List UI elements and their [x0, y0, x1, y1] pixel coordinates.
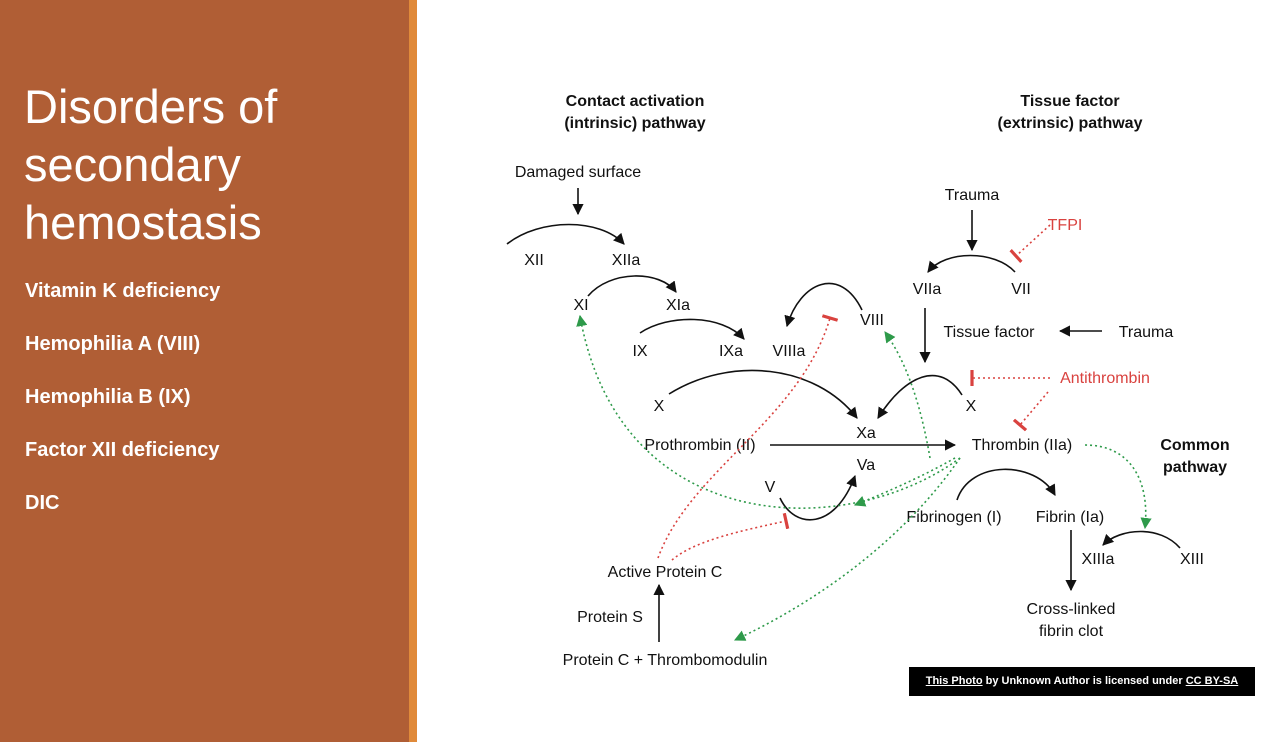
feedback-thrombin-v	[853, 457, 956, 507]
arrow-ix-to-ixa	[639, 318, 745, 340]
label-xiia: XIIa	[612, 252, 641, 269]
inhibit-tfpi-vii	[1009, 224, 1051, 263]
arrow-xii-to-xiia	[506, 223, 625, 245]
bullet-dic: DIC	[25, 492, 60, 514]
header-common-line1: Common	[1160, 437, 1229, 454]
title-panel: Disorders of secondary hemostasis Vitami…	[0, 0, 409, 742]
accent-bar	[409, 0, 417, 742]
label-x-right: X	[966, 398, 977, 415]
label-antithrombin: Antithrombin	[1060, 370, 1150, 387]
arrow-viii-to-viiia	[784, 282, 863, 328]
bullet-hemophilia-b: Hemophilia B (IX)	[25, 386, 191, 408]
credit-middle-text: by Unknown Author is licensed under	[982, 675, 1186, 687]
arrow-x-right-to-xa	[877, 374, 963, 419]
label-viii: VIII	[860, 312, 884, 329]
label-tissue-factor: Tissue factor	[944, 324, 1036, 341]
label-xiiia: XIIIa	[1082, 551, 1115, 568]
bullet-vitamin-k: Vitamin K deficiency	[25, 280, 221, 302]
label-xa: Xa	[856, 425, 876, 442]
label-xiii: XIII	[1180, 551, 1204, 568]
label-thrombin: Thrombin (IIa)	[972, 437, 1072, 454]
inhibit-apc-v	[671, 512, 790, 561]
label-active-protein-c: Active Protein C	[608, 564, 723, 581]
label-xi: XI	[573, 297, 588, 314]
photo-link[interactable]: This Photo	[925, 675, 983, 687]
label-trauma-right: Trauma	[1119, 324, 1174, 341]
arrow-vii-to-viia	[927, 254, 1016, 273]
label-protein-s: Protein S	[577, 609, 643, 626]
label-damaged-surface: Damaged surface	[515, 164, 641, 181]
label-ix: IX	[632, 343, 647, 360]
label-crosslinked-line2: fibrin clot	[1039, 623, 1104, 640]
slide-title: Disorders of secondary hemostasis	[24, 80, 278, 249]
bullet-hemophilia-a: Hemophilia A (VIII)	[25, 333, 201, 355]
header-common-line2: pathway	[1163, 459, 1227, 476]
label-x-left: X	[654, 398, 665, 415]
label-xii: XII	[524, 252, 544, 269]
label-viia: VIIa	[913, 281, 942, 298]
arrow-xi-to-xia	[587, 275, 677, 297]
header-contact-line2: (intrinsic) pathway	[564, 115, 705, 132]
label-fibrinogen: Fibrinogen (I)	[906, 509, 1001, 526]
arrow-fibrinogen-to-fibrin	[956, 468, 1056, 501]
arrow-x-to-xa	[668, 369, 858, 419]
label-xia: XIa	[666, 297, 690, 314]
label-va: Va	[857, 457, 875, 474]
label-protein-c-thrombomodulin: Protein C + Thrombomodulin	[563, 652, 768, 669]
bullet-factor-xii: Factor XII deficiency	[25, 439, 220, 461]
arrow-xiii-to-xiiia	[1102, 530, 1181, 549]
label-tfpi: TFPI	[1048, 217, 1083, 234]
arrow-v-to-va	[779, 474, 857, 521]
label-vii: VII	[1011, 281, 1031, 298]
header-tissue-line2: (extrinsic) pathway	[998, 115, 1143, 132]
header-contact-line1: Contact activation	[566, 93, 705, 110]
label-v: V	[765, 479, 776, 496]
label-fibrin: Fibrin (Ia)	[1036, 509, 1104, 526]
inhibit-antithrombin-thrombin	[1012, 391, 1049, 432]
feedback-thrombin-protein-c	[733, 457, 961, 641]
header-tissue-line1: Tissue factor	[1020, 93, 1119, 110]
feedback-thrombin-xi	[576, 314, 961, 509]
label-prothrombin: Prothrombin (II)	[644, 437, 755, 454]
photo-credit: This Photo by Unknown Author is licensed…	[909, 667, 1255, 696]
bullet-list: Vitamin K deficiency Hemophilia A (VIII)…	[25, 280, 220, 545]
label-ixa: IXa	[719, 343, 743, 360]
label-trauma-top: Trauma	[945, 187, 1000, 204]
feedback-thrombin-xiii	[1084, 444, 1152, 530]
label-viiia: VIIIa	[773, 343, 806, 360]
inhibit-apc-viii	[657, 314, 839, 559]
feedback-thrombin-viii	[884, 331, 931, 459]
label-crosslinked-line1: Cross-linked	[1027, 601, 1116, 618]
license-link[interactable]: CC BY-SA	[1185, 675, 1239, 687]
